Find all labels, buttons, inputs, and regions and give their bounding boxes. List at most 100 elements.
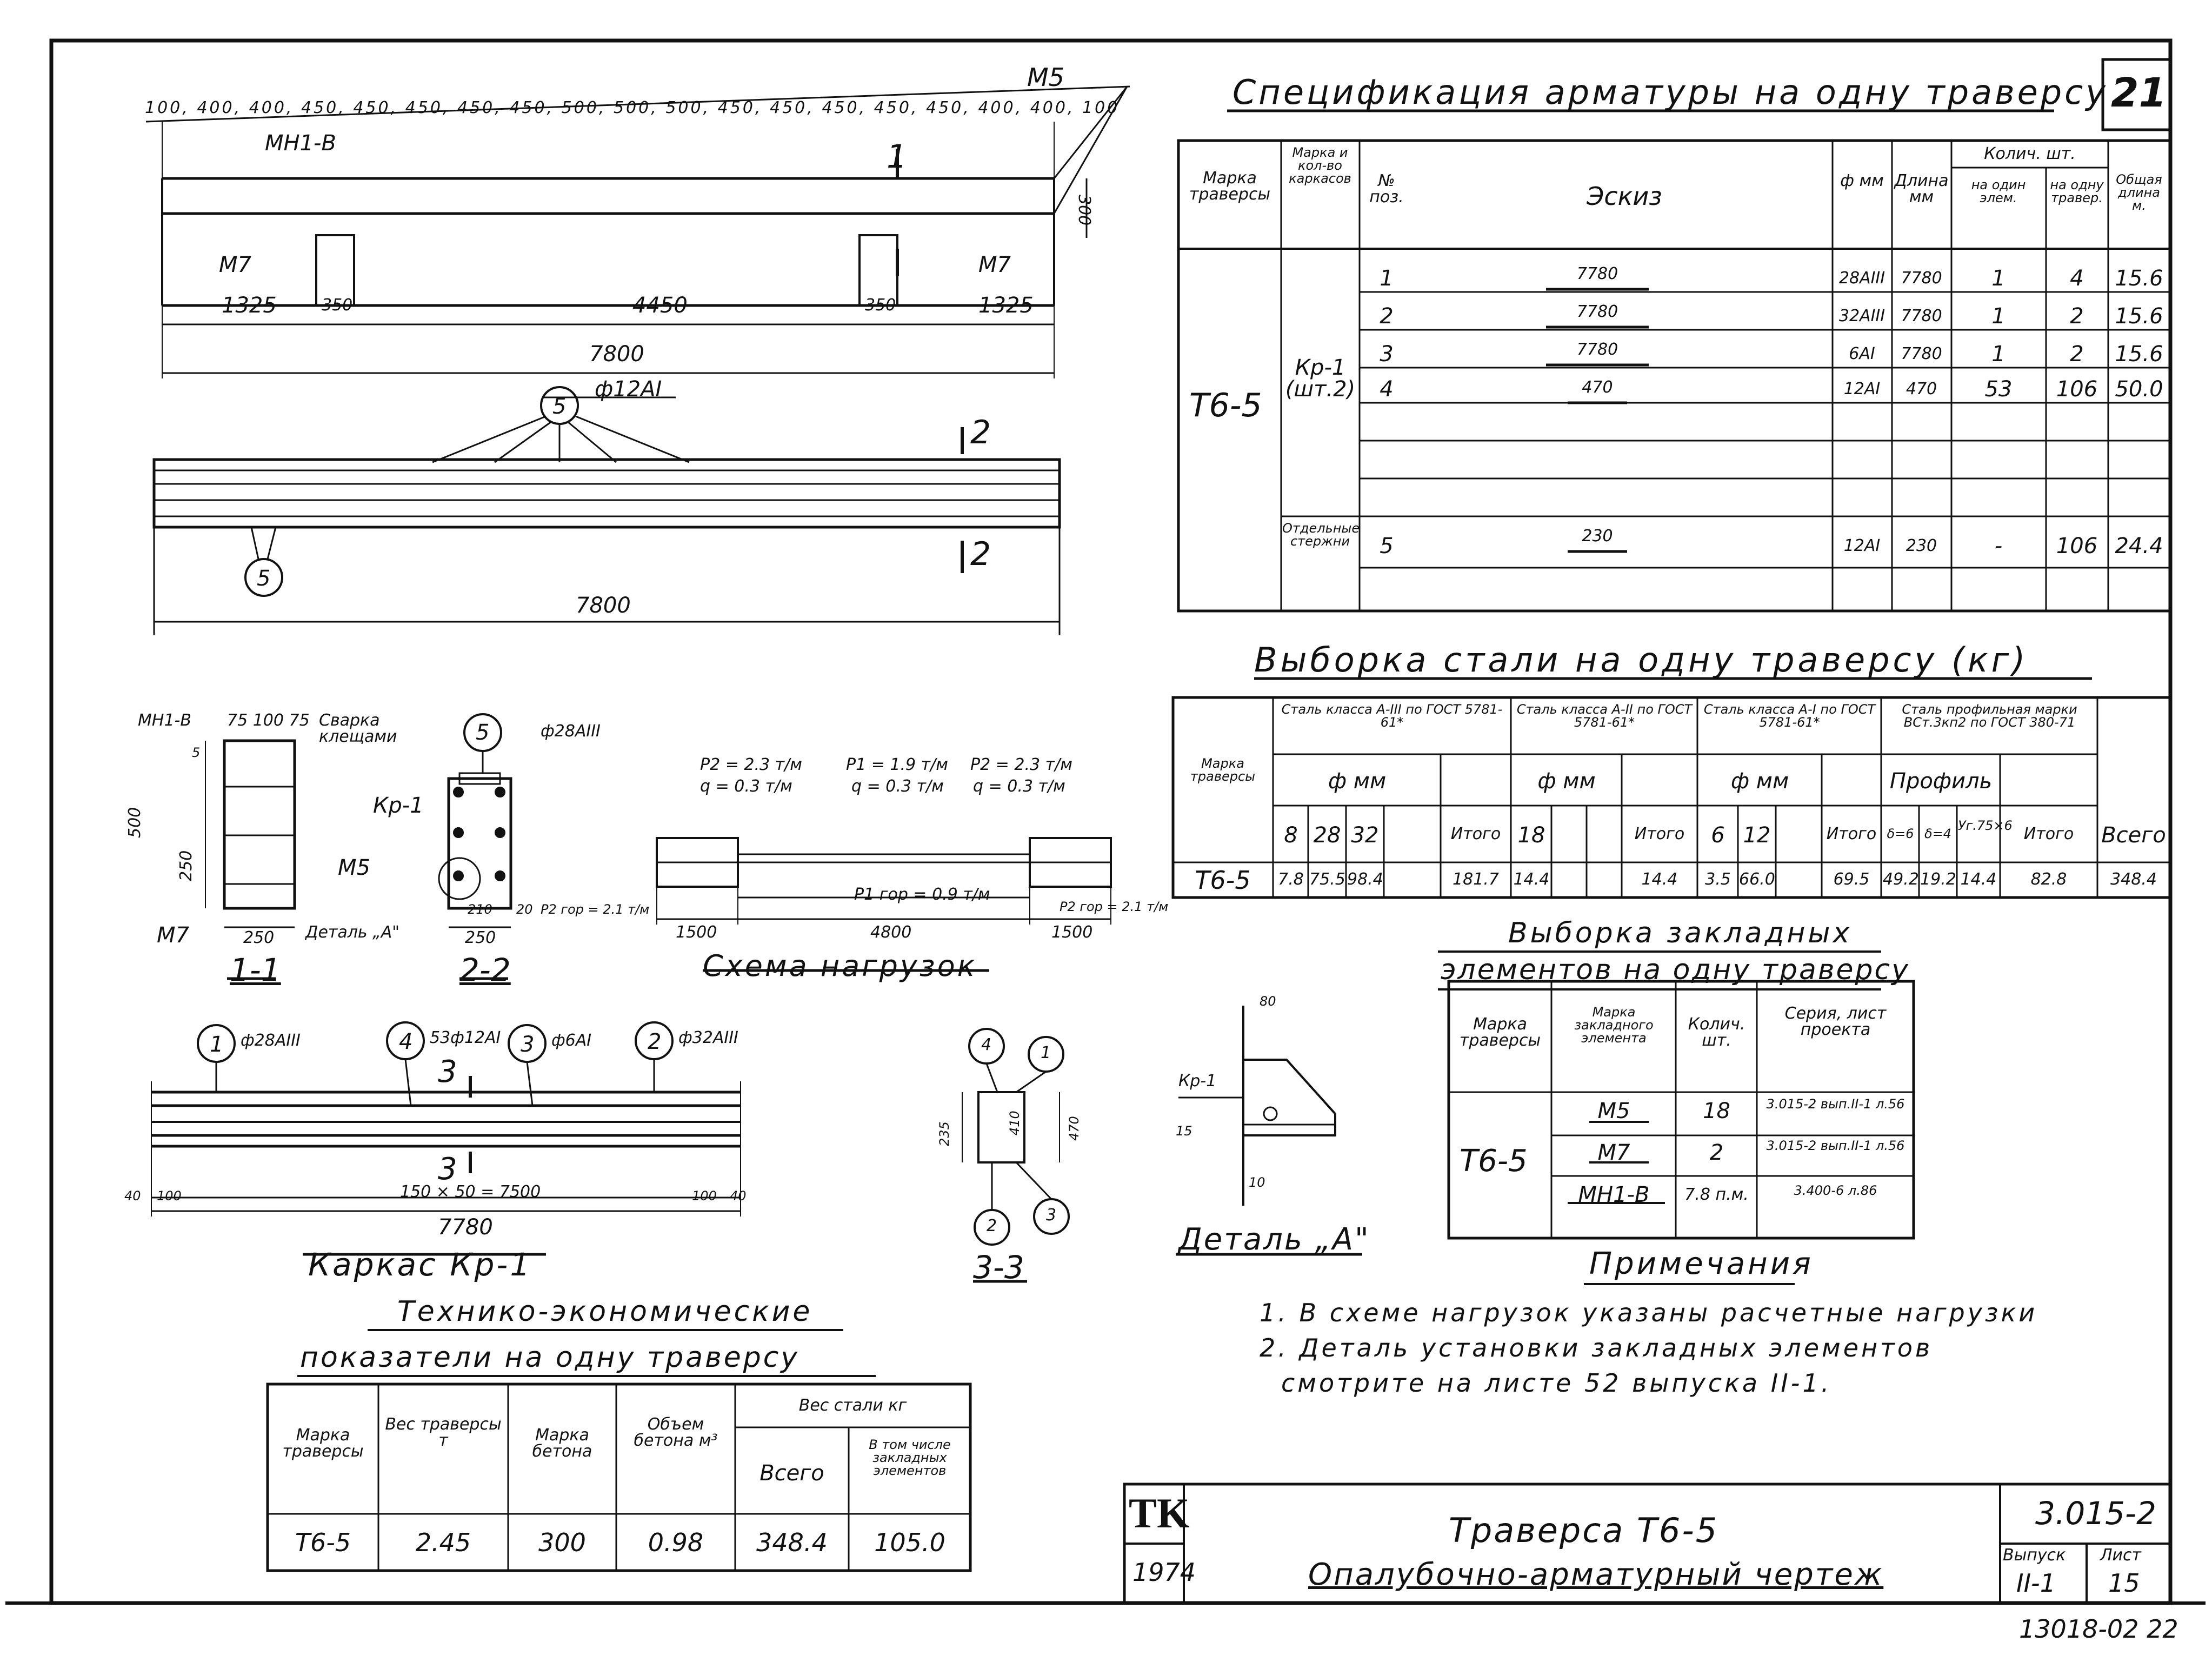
- label-m7-left: М7: [219, 252, 251, 277]
- steel-cell-prof-2: 19.2: [1920, 870, 1956, 889]
- s11-dim-5: 5: [192, 745, 201, 760]
- tech-cell-weight: 2.45: [415, 1528, 471, 1557]
- embedded-cell-qty: 2: [1709, 1140, 1724, 1165]
- dim-350-right: 350: [865, 296, 896, 315]
- embedded-cell-element: М5: [1597, 1099, 1630, 1123]
- s11-m7: М7: [157, 923, 189, 948]
- steel-h-vsego: Всего: [2101, 823, 2166, 848]
- spec-row-sketch: 7780: [1576, 302, 1618, 321]
- steel-cell-d32: 98.4: [1347, 870, 1383, 889]
- spec-separate-label: Отдельные стержни: [1282, 521, 1360, 549]
- spec-h-karkas: Марка и кол-во каркасов: [1289, 145, 1351, 186]
- spec-row-pos: 3: [1380, 342, 1394, 367]
- s33-caption: 3-3: [973, 1249, 1024, 1286]
- steel-h-d32: 32: [1351, 823, 1379, 848]
- spec-row-n2: 2: [2070, 342, 2084, 367]
- steel-h-itogo-a2: Итого: [1634, 825, 1685, 843]
- pos-5-bottom: 5: [257, 566, 271, 591]
- spec-row-dia: 12АI: [1843, 380, 1881, 398]
- steel-h-marka: Марка траверсы: [1190, 756, 1256, 784]
- section-mark-2-bottom: 2: [970, 535, 991, 573]
- tech-cell-vsego: 348.4: [756, 1528, 828, 1557]
- kr1-caption: Каркас Кр-1: [308, 1246, 532, 1283]
- spec-row-pos: 1: [1380, 266, 1394, 291]
- kr1-pos4: 4: [399, 1029, 413, 1054]
- load-p2-left: P2 = 2.3 т/м: [700, 755, 802, 774]
- load-p1hor: P1 гор = 0.9 т/м: [854, 885, 990, 904]
- spec-h-qty-elem: на один элем.: [1971, 177, 2026, 205]
- steel-cell-itogo-profile: 82.8: [2030, 870, 2067, 889]
- steel-h-mm-a2: ф мм: [1537, 769, 1596, 794]
- kr1-dim-pitch: 150 × 50 = 7500: [400, 1182, 541, 1201]
- spec-row-pos: 4: [1380, 377, 1394, 402]
- drawing-title: Траверса Т6-5: [1449, 1511, 1719, 1550]
- spec-row-dia: 12АI: [1843, 536, 1881, 555]
- s33-dim-410: 410: [1007, 1111, 1022, 1135]
- spec-row-dia: 28АIII: [1838, 269, 1885, 288]
- s33-pos4: 4: [981, 1035, 992, 1054]
- load-q-right: q = 0.3 т/м: [973, 777, 1065, 796]
- spec-row-total: 15.6: [2115, 266, 2163, 291]
- steel-cell-marka: Т6-5: [1195, 866, 1251, 895]
- vypusk-label: Выпуск: [2003, 1546, 2066, 1565]
- dim-7800-elevation: 7800: [589, 342, 644, 367]
- spec-row-len: 7780: [1901, 344, 1942, 363]
- spec-h-pos: № поз.: [1369, 171, 1404, 207]
- spec-row-total: 50.0: [2115, 377, 2163, 402]
- s11-dim-250: 250: [243, 928, 275, 947]
- s11-dims-top: 75 100 75: [227, 711, 310, 730]
- detail-dim-10: 10: [1249, 1175, 1265, 1190]
- s22-dim-250: 250: [465, 928, 496, 947]
- s22-pos5: 5: [476, 720, 490, 745]
- steel-h-d18: 18: [1517, 823, 1545, 848]
- steel-h-itogo-a1: Итого: [1826, 825, 1877, 843]
- spec-karkas: Кр-1 (шт.2): [1285, 355, 1356, 402]
- embedded-h-element: Марка закладного элемента: [1574, 1005, 1654, 1046]
- load-scheme-caption: Схема нагрузок: [703, 949, 977, 983]
- dim-1325-right: 1325: [978, 293, 1034, 318]
- spec-row-dia: 6АI: [1849, 344, 1875, 363]
- embedded-h-ref: Серия, лист проекта: [1784, 1004, 1887, 1039]
- elevation-spacing-dims: 100, 400, 400, 450, 450, 450, 450, 450, …: [145, 98, 1120, 117]
- spec-h-marka: Марка траверсы: [1189, 169, 1271, 204]
- tech-h-concrete: Марка бетона: [532, 1426, 592, 1461]
- steel-cell-itogo-a1: 69.5: [1833, 870, 1870, 889]
- s33-pos1: 1: [1041, 1043, 1051, 1062]
- spec-table-title: Спецификация арматуры на одну траверсу: [1232, 72, 2108, 112]
- steel-h-prof-1: δ=6: [1887, 826, 1914, 841]
- embedded-cell-qty: 18: [1703, 1099, 1730, 1123]
- embedded-cell-element: М7: [1597, 1140, 1630, 1165]
- kr1-dim-40r: 40: [730, 1188, 747, 1204]
- steel-h-d6: 6: [1711, 823, 1725, 848]
- archive-number: 13018-02 22: [2019, 1614, 2178, 1644]
- s11-mn1b: МН1-В: [138, 711, 191, 730]
- load-p1: P1 = 1.9 т/м: [846, 755, 948, 774]
- steel-cell-vsego: 348.4: [2110, 870, 2157, 889]
- embedded-cell-ref: 3.015-2 вып.II-1 л.56: [1766, 1138, 1905, 1153]
- steel-cell-d18: 14.4: [1513, 870, 1550, 889]
- spec-row-n2: 2: [2070, 304, 2084, 329]
- dim-7800-plan: 7800: [576, 593, 631, 618]
- detail-dim-80: 80: [1260, 994, 1276, 1009]
- label-mn1b: МН1-В: [265, 131, 336, 156]
- tech-cell-marka: Т6-5: [295, 1528, 351, 1557]
- s22-svarka: Сварка клещами: [319, 711, 397, 746]
- detail-dim-15: 15: [1176, 1123, 1192, 1139]
- dim-350-left: 350: [322, 296, 353, 315]
- kr1-pos3: 3: [521, 1032, 535, 1057]
- s33-pos2: 2: [987, 1216, 997, 1235]
- plan-bar-label: ф12АI: [595, 377, 662, 402]
- s33-dim-470: 470: [1067, 1116, 1082, 1141]
- steel-h-mm-a1: ф мм: [1730, 769, 1789, 794]
- spec-row-len: 7780: [1901, 307, 1942, 325]
- sheet-corner-number: 21: [2111, 70, 2167, 116]
- s22-kr1: Кр-1: [373, 793, 424, 818]
- s11-dim-500: 500: [125, 807, 144, 838]
- kr1-pos2: 2: [648, 1029, 662, 1054]
- spec-row-len: 470: [1905, 380, 1937, 398]
- embedded-cell-ref: 3.400-6 л.86: [1794, 1183, 1877, 1198]
- spec-h-dia: ф мм: [1840, 171, 1884, 190]
- embedded-cell-qty: 7.8 п.м.: [1684, 1185, 1749, 1204]
- kr1-bar2: ф32АIII: [678, 1028, 738, 1047]
- spec-row-total: 15.6: [2115, 304, 2163, 329]
